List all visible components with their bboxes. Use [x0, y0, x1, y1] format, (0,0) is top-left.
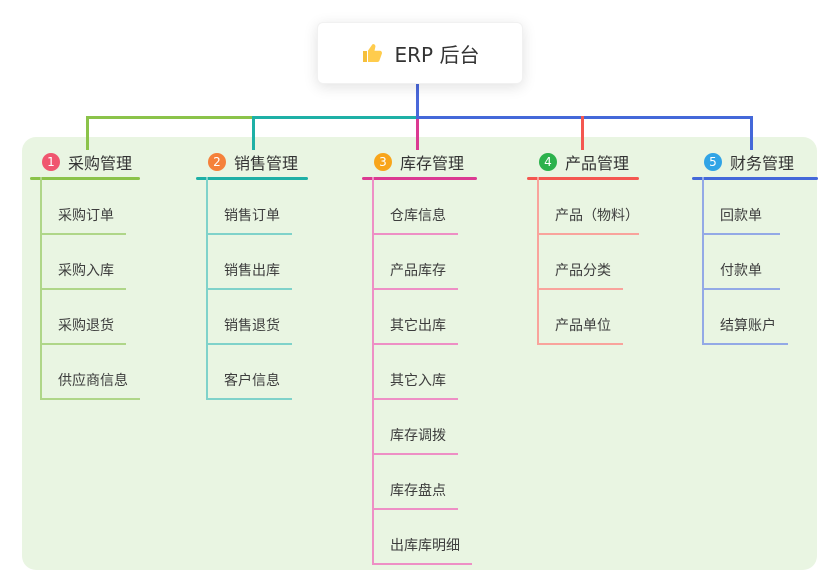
- branch-title: 库存管理: [400, 154, 465, 173]
- child-node[interactable]: 采购入库: [30, 235, 140, 290]
- children-connector-line: [372, 177, 374, 565]
- branch-title: 销售管理: [234, 154, 299, 173]
- children-connector-line: [537, 177, 539, 345]
- branch-header[interactable]: 4 产品管理: [527, 150, 639, 174]
- child-node-label: 采购入库: [40, 260, 126, 290]
- connector-branch1-drop: [86, 116, 89, 150]
- root-node[interactable]: ERP 后台: [317, 22, 523, 84]
- connector-branch4-drop: [581, 116, 584, 150]
- child-node-label: 产品库存: [372, 260, 458, 290]
- child-node[interactable]: 仓库信息: [362, 180, 477, 235]
- branch-4: 4 产品管理产品（物料） 产品分类产品单位: [527, 150, 639, 345]
- child-node-label: 库存调拨: [372, 425, 458, 455]
- branch-3: 3 库存管理仓库信息产品库存其它出库其它入库库存调拨库存盘点出库库明细: [362, 150, 477, 565]
- branch-number-badge: 5: [704, 153, 722, 171]
- branch-header[interactable]: 3 库存管理: [362, 150, 477, 174]
- child-node[interactable]: 回款单: [692, 180, 818, 235]
- connector-branch1-horizontal: [86, 116, 254, 119]
- branch-2: 2 销售管理销售订单销售出库销售退货客户信息: [196, 150, 308, 400]
- branch-children: 采购订单采购入库采购退货供应商信息: [30, 177, 140, 400]
- children-connector-line: [40, 177, 42, 400]
- connector-branch5-drop: [750, 116, 753, 150]
- child-node-label: 客户信息: [206, 370, 292, 400]
- branch-underline: [196, 177, 308, 180]
- branch-header[interactable]: 5 财务管理: [692, 150, 818, 174]
- child-node[interactable]: 产品（物料）: [527, 180, 639, 235]
- child-node[interactable]: 其它出库: [362, 290, 477, 345]
- child-node[interactable]: 结算账户: [692, 290, 818, 345]
- child-node[interactable]: 产品分类: [527, 235, 639, 290]
- child-node[interactable]: 库存调拨: [362, 400, 477, 455]
- child-node-label: 产品（物料）: [537, 205, 639, 235]
- children-connector-line: [702, 177, 704, 345]
- child-node[interactable]: 采购订单: [30, 180, 140, 235]
- thumbs-up-icon: [361, 41, 385, 65]
- branch-title: 财务管理: [730, 154, 795, 173]
- connector-root-drop: [416, 83, 419, 119]
- child-node[interactable]: 产品库存: [362, 235, 477, 290]
- child-node-label: 销售出库: [206, 260, 292, 290]
- child-node-label: 付款单: [702, 260, 780, 290]
- branch-number-badge: 3: [374, 153, 392, 171]
- branch-underline: [30, 177, 140, 180]
- child-node-label: 产品单位: [537, 315, 623, 345]
- child-node-label: 销售退货: [206, 315, 292, 345]
- branch-number-badge: 2: [208, 153, 226, 171]
- branch-title: 采购管理: [68, 154, 133, 173]
- child-node[interactable]: 付款单: [692, 235, 818, 290]
- connector-branch5-horizontal: [418, 116, 753, 119]
- child-node-label: 结算账户: [702, 315, 788, 345]
- branch-5: 5 财务管理回款单付款单结算账户: [692, 150, 818, 345]
- child-node[interactable]: 销售订单: [196, 180, 308, 235]
- connector-branch2-drop: [252, 116, 255, 150]
- child-node-label: 采购订单: [40, 205, 126, 235]
- child-node[interactable]: 销售退货: [196, 290, 308, 345]
- child-node[interactable]: 供应商信息: [30, 345, 140, 400]
- branch-title: 产品管理: [565, 154, 630, 173]
- branch-header[interactable]: 2 销售管理: [196, 150, 308, 174]
- branch-number-badge: 1: [42, 153, 60, 171]
- child-node-label: 其它出库: [372, 315, 458, 345]
- child-node-label: 其它入库: [372, 370, 458, 400]
- child-node-label: 回款单: [702, 205, 780, 235]
- child-node[interactable]: 销售出库: [196, 235, 308, 290]
- child-node[interactable]: 采购退货: [30, 290, 140, 345]
- branch-1: 1 采购管理采购订单采购入库采购退货供应商信息: [30, 150, 140, 400]
- branch-underline: [362, 177, 477, 180]
- child-node-label: 产品分类: [537, 260, 623, 290]
- branches-panel: [22, 137, 817, 570]
- child-node-label: 库存盘点: [372, 480, 458, 510]
- connector-branch3-drop: [416, 119, 419, 150]
- child-node[interactable]: 客户信息: [196, 345, 308, 400]
- branch-children: 销售订单销售出库销售退货客户信息: [196, 177, 308, 400]
- child-node-label: 仓库信息: [372, 205, 458, 235]
- child-node-label: 采购退货: [40, 315, 126, 345]
- child-node[interactable]: 其它入库: [362, 345, 477, 400]
- child-node[interactable]: 库存盘点: [362, 455, 477, 510]
- branch-children: 回款单付款单结算账户: [692, 177, 818, 345]
- branch-header[interactable]: 1 采购管理: [30, 150, 140, 174]
- branch-number-badge: 4: [539, 153, 557, 171]
- child-node-label: 出库库明细: [372, 535, 472, 565]
- branch-children: 产品（物料） 产品分类产品单位: [527, 177, 639, 345]
- root-title: ERP 后台: [394, 42, 480, 67]
- branch-children: 仓库信息产品库存其它出库其它入库库存调拨库存盘点出库库明细: [362, 177, 477, 565]
- children-connector-line: [206, 177, 208, 400]
- child-node[interactable]: 产品单位: [527, 290, 639, 345]
- connector-branch2-horizontal: [254, 116, 418, 119]
- branch-underline: [527, 177, 639, 180]
- branch-underline: [692, 177, 818, 180]
- child-node-label: 销售订单: [206, 205, 292, 235]
- child-node[interactable]: 出库库明细: [362, 510, 477, 565]
- child-node-label: 供应商信息: [40, 370, 140, 400]
